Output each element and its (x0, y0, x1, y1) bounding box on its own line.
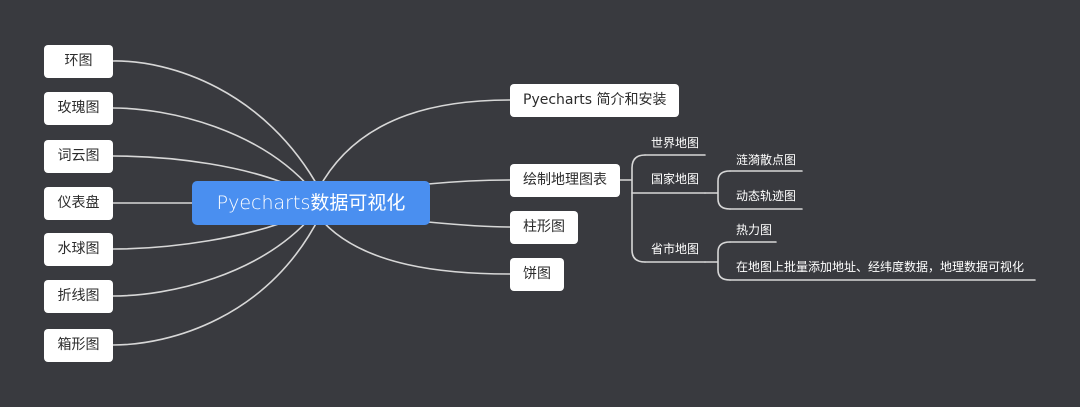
link-bar (427, 221, 511, 228)
root-node[interactable]: Pyecharts数据可视化 (192, 181, 430, 225)
link-pie (317, 215, 511, 275)
node-intro[interactable]: Pyecharts 简介和安装 (510, 84, 680, 117)
link-geo (427, 179, 511, 185)
node-huantu[interactable]: 环图 (44, 45, 113, 78)
node-xiangxingtu[interactable]: 箱形图 (44, 329, 113, 362)
node-yibiaopan[interactable]: 仪表盘 (44, 187, 113, 220)
link-meiguitu (112, 107, 313, 191)
link-zhexiantu (112, 215, 313, 297)
bracket-province (704, 241, 731, 281)
label-dynamic-trail[interactable]: 动态轨迹图 (736, 189, 797, 203)
node-pie[interactable]: 饼图 (510, 258, 564, 291)
label-country-map[interactable]: 国家地图 (651, 172, 700, 186)
bracket-geo (619, 154, 646, 263)
node-zhexiantu[interactable]: 折线图 (44, 280, 113, 313)
link-xiangxingtu (112, 215, 321, 346)
bracket-country (704, 170, 731, 210)
node-bar[interactable]: 柱形图 (510, 211, 578, 244)
label-province-map[interactable]: 省市地图 (651, 242, 700, 256)
node-shuiqiutu[interactable]: 水球图 (44, 233, 113, 266)
link-intro (317, 99, 511, 191)
label-batch-add[interactable]: 在地图上批量添加地址、经纬度数据，地理数据可视化 (736, 260, 1025, 274)
node-geo[interactable]: 绘制地理图表 (510, 164, 620, 197)
node-meiguitu[interactable]: 玫瑰图 (44, 92, 113, 125)
label-ripple-scatter[interactable]: 涟漪散点图 (736, 153, 797, 167)
link-huantu (112, 60, 321, 191)
label-heatmap[interactable]: 热力图 (736, 223, 773, 237)
node-ciyuntu[interactable]: 词云图 (44, 140, 113, 173)
label-world-map[interactable]: 世界地图 (651, 136, 700, 150)
